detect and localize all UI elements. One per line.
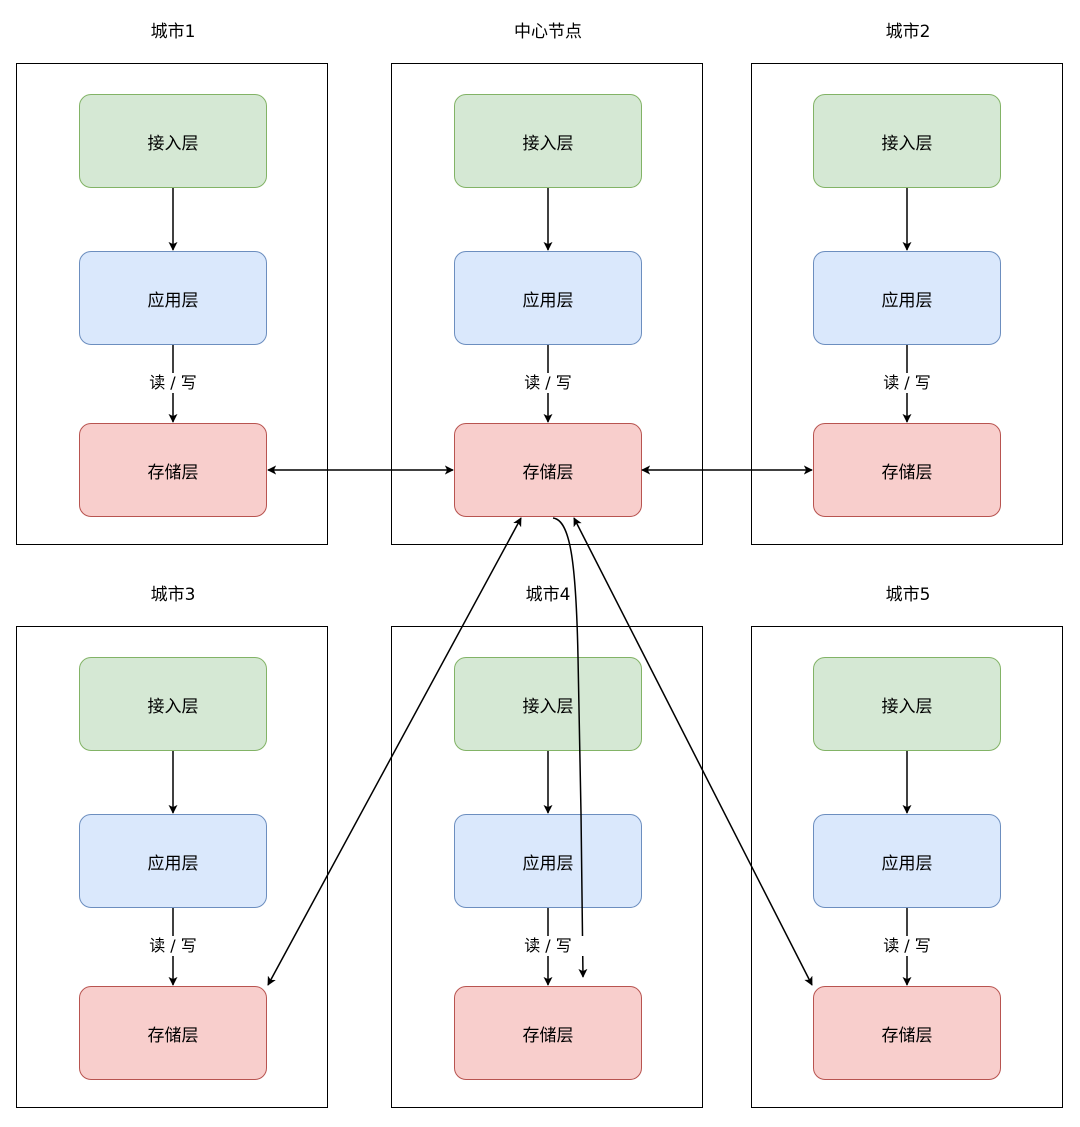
region-title-city3: 城市3 (150, 585, 196, 605)
region-title-city4: 城市4 (525, 585, 571, 605)
node-label: 应用层 (522, 853, 574, 874)
region-title-city1: 城市1 (150, 22, 196, 42)
node-label: 应用层 (881, 290, 933, 311)
app-layer-node[interactable]: 应用层 (79, 814, 267, 908)
storage-layer-node[interactable]: 存储层 (79, 423, 267, 517)
region-title-center: 中心节点 (514, 22, 582, 42)
sync-center-city3 (267, 517, 522, 986)
node-label: 存储层 (147, 462, 199, 483)
node-label: 存储层 (147, 1025, 199, 1046)
node-label: 应用层 (147, 290, 199, 311)
node-label: 应用层 (881, 853, 933, 874)
storage-layer-node[interactable]: 存储层 (454, 986, 642, 1080)
node-label: 应用层 (147, 853, 199, 874)
access-layer-node[interactable]: 接入层 (813, 657, 1001, 751)
access-layer-node[interactable]: 接入层 (454, 94, 642, 188)
app-layer-node[interactable]: 应用层 (813, 814, 1001, 908)
node-label: 应用层 (522, 290, 574, 311)
storage-layer-node[interactable]: 存储层 (813, 423, 1001, 517)
region-city2 (751, 63, 1063, 545)
node-label: 接入层 (147, 696, 199, 717)
app-layer-node[interactable]: 应用层 (813, 251, 1001, 345)
storage-layer-node[interactable]: 存储层 (454, 423, 642, 517)
edge-label-read-write: 读 / 写 (867, 373, 947, 393)
link-center-to-city4 (552, 517, 588, 978)
sync-center-city5 (573, 517, 813, 986)
node-label: 接入层 (881, 696, 933, 717)
node-label: 存储层 (522, 462, 574, 483)
access-layer-node[interactable]: 接入层 (79, 94, 267, 188)
storage-layer-node[interactable]: 存储层 (813, 986, 1001, 1080)
node-label: 存储层 (881, 462, 933, 483)
access-layer-node[interactable]: 接入层 (79, 657, 267, 751)
storage-layer-node[interactable]: 存储层 (79, 986, 267, 1080)
node-label: 接入层 (881, 133, 933, 154)
edge-label-read-write: 读 / 写 (867, 936, 947, 956)
edge-label-read-write: 读 / 写 (133, 936, 213, 956)
node-label: 接入层 (522, 133, 574, 154)
node-label: 接入层 (522, 696, 574, 717)
region-city1 (16, 63, 328, 545)
region-title-city2: 城市2 (885, 22, 931, 42)
access-layer-node[interactable]: 接入层 (813, 94, 1001, 188)
edge-label-read-write: 读 / 写 (133, 373, 213, 393)
node-label: 接入层 (147, 133, 199, 154)
edge-label-read-write: 读 / 写 (508, 373, 588, 393)
node-label: 存储层 (522, 1025, 574, 1046)
app-layer-node[interactable]: 应用层 (79, 251, 267, 345)
region-title-city5: 城市5 (885, 585, 931, 605)
region-center (391, 63, 703, 545)
node-label: 存储层 (881, 1025, 933, 1046)
edge-label-read-write: 读 / 写 (508, 936, 588, 956)
app-layer-node[interactable]: 应用层 (454, 251, 642, 345)
